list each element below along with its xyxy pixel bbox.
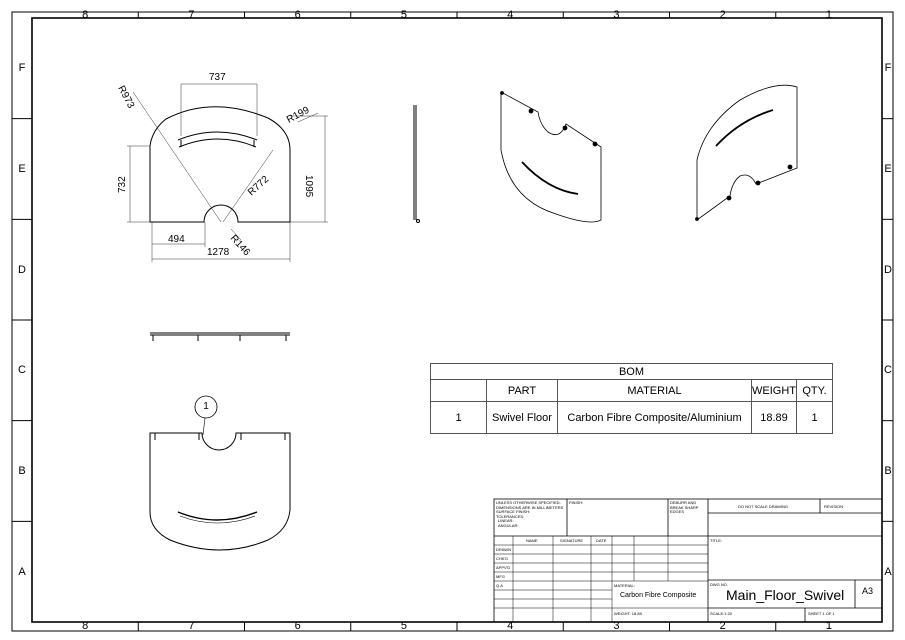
- finish-label: FINISH:: [569, 500, 584, 505]
- scale-value: SCALE:1:20: [710, 611, 733, 616]
- zone-col-label-bottom: 6: [294, 620, 301, 632]
- drawing-number: Main_Floor_Swivel: [726, 587, 845, 603]
- dim-height-total: 1095: [303, 175, 314, 198]
- zone-row-label-left: E: [18, 163, 26, 175]
- note-line: UNLESS OTHERWISE SPECIFIED:: [496, 500, 561, 505]
- zone-col-label-bottom: 8: [82, 620, 89, 632]
- bom-table: BOM PART MATERIAL WEIGHT QTY. 1 Swivel F…: [430, 363, 833, 434]
- zone-col-label-bottom: 3: [613, 620, 620, 632]
- bom-header-material: MATERIAL: [557, 379, 752, 402]
- col-date: DATE: [596, 538, 607, 543]
- role-checked: CHK'D: [496, 556, 509, 561]
- zone-row-label-left: A: [18, 565, 26, 578]
- zone-col-label-top: 7: [188, 9, 195, 21]
- front-view: [127, 83, 328, 262]
- bom-header-qty: QTY.: [796, 379, 833, 402]
- bom-header-weight: WEIGHT: [751, 379, 797, 402]
- weight-value: WEIGHT: 18.89: [614, 611, 642, 616]
- zone-row-label-right: F: [884, 62, 892, 75]
- dwg-no-label: DWG NO.: [710, 582, 728, 587]
- plan-view: [149, 395, 291, 551]
- revision-label: REVISION: [824, 504, 844, 509]
- inner-frame: [31, 17, 883, 623]
- zone-col-label-bottom: 5: [400, 620, 407, 632]
- material-value: Carbon Fibre Composite: [620, 592, 697, 599]
- bom-title: BOM: [430, 363, 833, 380]
- role-qa: Q.A: [496, 583, 503, 588]
- zone-row-label-right: A: [884, 565, 892, 578]
- note-line: SURFACE FINISH:: [496, 509, 531, 514]
- zone-row-label-left: D: [18, 263, 26, 276]
- zone-col-label-top: 6: [294, 9, 301, 21]
- bom-cell-item: 1: [430, 401, 487, 434]
- balloon-label: 1: [203, 401, 209, 412]
- bom-header-item: [430, 379, 487, 402]
- sheet-count: SHEET 1 OF 1: [808, 611, 835, 616]
- dim-width-top: 737: [209, 72, 226, 83]
- role-mfg: MFG: [496, 574, 505, 579]
- zone-col-label-bottom: 4: [507, 620, 514, 632]
- note-line: ANGULAR:: [498, 522, 519, 528]
- bom-cell-part: Swivel Floor: [486, 401, 558, 434]
- zone-col-label-bottom: 7: [188, 620, 195, 632]
- zone-row-label-right: E: [884, 163, 892, 175]
- zone-col-label-top: 2: [719, 9, 726, 21]
- deburr-line: EDGES: [670, 509, 685, 514]
- dim-height-side: 732: [117, 176, 128, 193]
- note-line: TOLERANCES:: [496, 513, 525, 519]
- zone-col-label-top: 1: [825, 9, 832, 21]
- zone-col-label-top: 5: [400, 9, 407, 21]
- deburr-note: DEBURR AND BREAK SHARP EDGES: [670, 500, 699, 515]
- role-approved: APPV'D: [496, 565, 511, 570]
- dim-offset-cutout: 494: [168, 234, 185, 245]
- title-label: TITLE:: [710, 538, 723, 543]
- sheet-size: A3: [862, 586, 874, 596]
- side-view: [413, 105, 420, 223]
- isometric-view-right: [695, 84, 798, 221]
- bom-cell-material: Carbon Fibre Composite/Aluminium: [557, 401, 752, 434]
- do-not-scale-note: DO NOT SCALE DRAWING: [738, 504, 789, 509]
- deburr-line: BREAK SHARP: [670, 504, 699, 510]
- role-drawn: DRAWN: [496, 547, 511, 552]
- material-label: MATERIAL:: [614, 583, 635, 588]
- bom-cell-qty: 1: [796, 401, 833, 434]
- dim-width-total: 1278: [207, 247, 230, 258]
- zone-row-label-right: D: [884, 263, 892, 276]
- isometric-view-left: [500, 91, 602, 223]
- bom-row: 1 Swivel Floor Carbon Fibre Composite/Al…: [430, 401, 833, 434]
- zone-col-label-bottom: 1: [825, 620, 832, 632]
- zone-row-label-right: C: [884, 364, 892, 377]
- zone-col-label-top: 8: [82, 9, 89, 21]
- bom-cell-weight: 18.89: [751, 401, 797, 434]
- deburr-line: DEBURR AND: [670, 500, 697, 505]
- col-name: NAME: [526, 538, 538, 543]
- outer-frame: [11, 11, 894, 632]
- tolerance-notes: UNLESS OTHERWISE SPECIFIED: DIMENSIONS A…: [496, 500, 564, 528]
- zone-row-label-left: B: [18, 465, 26, 477]
- note-line: LINEAR:: [498, 518, 514, 523]
- note-line: DIMENSIONS ARE IN MILLIMETERS: [496, 504, 564, 510]
- zone-col-label-bottom: 2: [719, 620, 726, 632]
- zone-col-label-top: 4: [507, 9, 514, 21]
- col-signature: SIGNATURE: [560, 538, 584, 543]
- bom-header-part: PART: [486, 379, 558, 402]
- top-edge-view: [150, 332, 290, 341]
- zone-row-label-left: F: [18, 62, 26, 75]
- zone-row-label-right: B: [884, 465, 892, 477]
- title-block: [493, 498, 883, 623]
- zone-row-label-left: C: [18, 364, 26, 377]
- zone-col-label-top: 3: [613, 9, 620, 21]
